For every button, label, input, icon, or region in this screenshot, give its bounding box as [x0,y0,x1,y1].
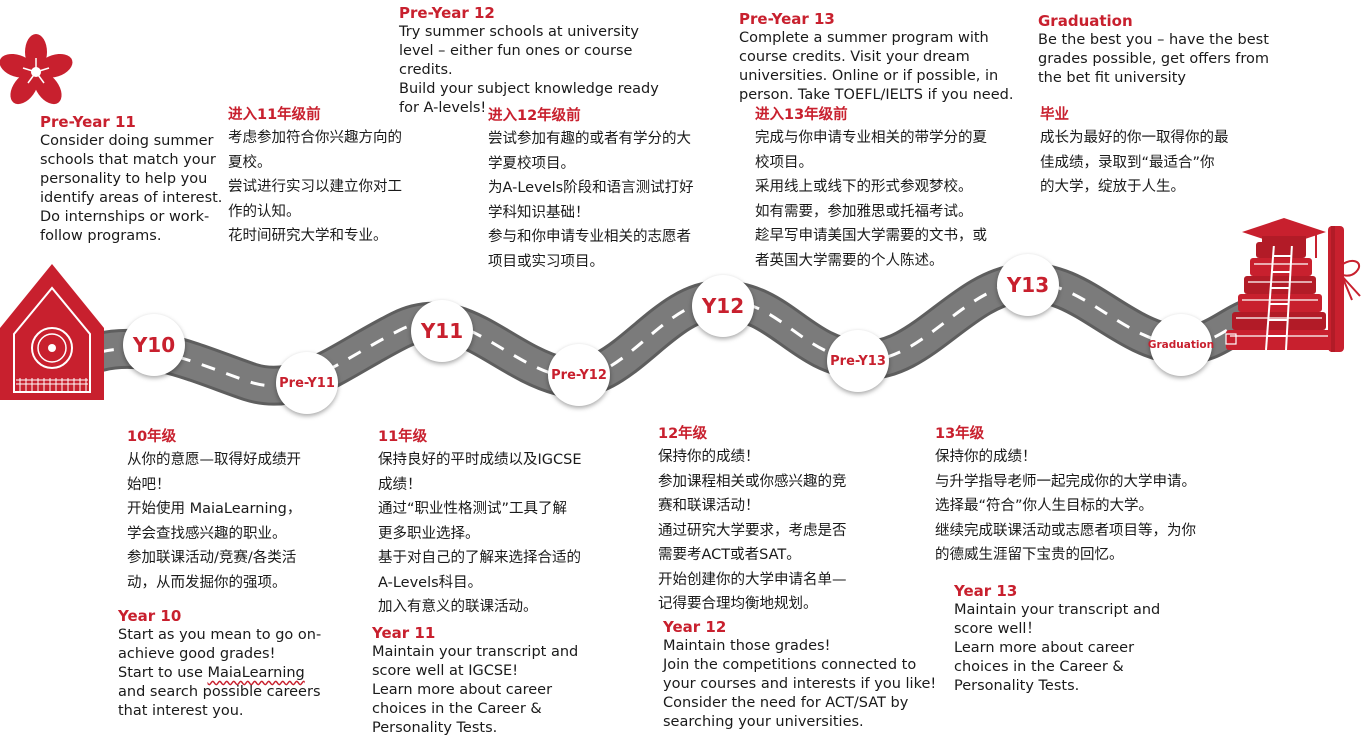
pre-year11-block: Pre-Year 11 Consider doing summer school… [40,113,230,246]
graduation-zh-title: 毕业 [1040,107,1069,123]
graduation-block: Graduation Be the best you – have the be… [1038,12,1298,88]
node-y11: Y11 [411,300,473,362]
year11-title: Year 11 [372,624,436,642]
year11-block: Year 11 Maintain your transcript and sco… [372,624,602,738]
graduation-books-icon [1225,218,1361,352]
graduation-zh-body: 成长为最好的你一取得你的最 佳成绩，录取到“最适合”你 的大学，绽放于人生。 [1040,130,1229,195]
pre-year12-title: Pre-Year 12 [399,4,495,22]
year13-zh-block: 13年级 保持你的成绩！ 与升学指导老师一起完成你的大学申请。 选择最“符合”你… [935,423,1225,568]
pre-year12-zh-block: 进入12年级前 尝试参加有趣的或者有学分的大 学夏校项目。 为A-Levels阶… [488,105,718,274]
pre-year13-block: Pre-Year 13 Complete a summer program wi… [739,10,1029,105]
year10-body: Start as you mean to go on- achieve good… [118,627,322,719]
winding-road [80,262,1270,406]
pre-year13-zh-block: 进入13年级前 完成与你申请专业相关的带学分的夏 校项目。 采用线上或线下的形式… [755,104,1005,273]
school-building-icon [0,264,104,400]
graduation-zh-block: 毕业 成长为最好的你一取得你的最 佳成绩，录取到“最适合”你 的大学，绽放于人生… [1040,104,1250,200]
year12-zh-title: 12年级 [658,426,708,442]
year10-block: Year 10 Start as you mean to go on- achi… [118,607,338,721]
pre-year12-zh-title: 进入12年级前 [488,108,581,124]
year12-body: Maintain those grades! Join the competit… [663,638,937,730]
year13-zh-title: 13年级 [935,426,985,442]
graduation-title: Graduation [1038,12,1133,30]
year13-body: Maintain your transcript and score well！… [954,602,1161,694]
year10-title: Year 10 [118,607,182,625]
year13-block: Year 13 Maintain your transcript and sco… [954,582,1194,696]
node-pre-y13: Pre-Y13 [827,330,889,392]
year11-zh-body: 保持良好的平时成绩以及IGCSE 成绩！ 通过“职业性格测试”工具了解 更多职业… [378,452,582,615]
node-y13: Y13 [997,254,1059,316]
flower-logo-icon [0,34,73,105]
year10-zh-block: 10年级 从你的意愿—取得好成绩开 始吧！ 开始使用 MaiaLearning，… [127,426,327,595]
maialearning-text: MaiaLearning [207,665,305,681]
pre-year11-body: Consider doing summer schools that match… [40,133,223,244]
pre-year11-zh-title: 进入11年级前 [228,107,321,123]
node-pre-y12: Pre-Y12 [548,344,610,406]
pre-year13-title: Pre-Year 13 [739,10,835,28]
pre-year11-zh-body: 考虑参加符合你兴趣方向的 夏校。 尝试进行实习以建立你对工 作的认知。 花时间研… [228,130,402,244]
graduation-body: Be the best you – have the best grades p… [1038,32,1269,86]
year12-zh-body: 保持你的成绩！ 参加课程相关或你感兴趣的竞 赛和联课活动！ 通过研究大学要求，考… [658,449,847,612]
pre-year11-title: Pre-Year 11 [40,113,136,131]
year12-zh-block: 12年级 保持你的成绩！ 参加课程相关或你感兴趣的竞 赛和联课活动！ 通过研究大… [658,423,888,617]
pre-year12-zh-body: 尝试参加有趣的或者有学分的大 学夏校项目。 为A-Levels阶段和语言测试打好… [488,131,694,270]
node-pre-y11: Pre-Y11 [276,352,338,414]
year13-title: Year 13 [954,582,1018,600]
year11-body: Maintain your transcript and score well … [372,644,579,736]
pre-year12-block: Pre-Year 12 Try summer schools at univer… [399,4,679,118]
node-y10: Y10 [123,314,185,376]
pre-year13-zh-body: 完成与你申请专业相关的带学分的夏 校项目。 采用线上或线下的形式参观梦校。 如有… [755,130,987,269]
year11-zh-title: 11年级 [378,429,428,445]
year11-zh-block: 11年级 保持良好的平时成绩以及IGCSE 成绩！ 通过“职业性格测试”工具了解… [378,426,608,620]
year13-zh-body: 保持你的成绩！ 与升学指导老师一起完成你的大学申请。 选择最“符合”你人生目标的… [935,449,1196,563]
pre-year13-zh-title: 进入13年级前 [755,107,848,123]
pre-year11-zh-block: 进入11年级前 考虑参加符合你兴趣方向的 夏校。 尝试进行实习以建立你对工 作的… [228,104,418,249]
year12-block: Year 12 Maintain those grades! Join the … [663,618,953,732]
node-graduation: Graduation [1148,314,1214,376]
year10-zh-title: 10年级 [127,429,177,445]
year12-title: Year 12 [663,618,727,636]
pre-year12-body: Try summer schools at university level –… [399,24,659,116]
pre-year13-body: Complete a summer program with course cr… [739,30,1014,103]
node-y12: Y12 [692,275,754,337]
year10-zh-body: 从你的意愿—取得好成绩开 始吧！ 开始使用 MaiaLearning， 学会查找… [127,452,302,591]
